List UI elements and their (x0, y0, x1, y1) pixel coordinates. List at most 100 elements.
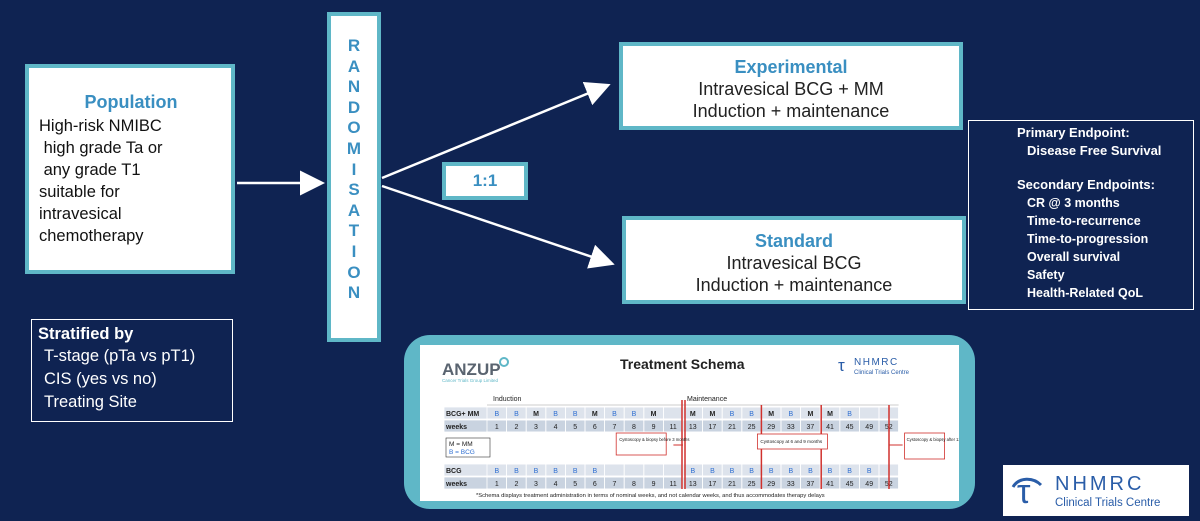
bcg-mm-weeks-row-label: weeks (445, 424, 467, 431)
schema-footnote: *Schema displays treatment administratio… (476, 493, 825, 499)
schema-cell-value: B (553, 411, 558, 418)
standard-arm-box: Standard Intravesical BCG Induction + ma… (622, 216, 966, 304)
stratified-item: Treating Site (44, 393, 137, 411)
schema-cell-value: B (612, 411, 617, 418)
note-2: Cystoscopy at 6 and 9 months (760, 439, 822, 444)
schema-cell-value: 8 (632, 481, 636, 488)
schema-cell-value: B (494, 468, 499, 475)
secondary-endpoints-heading: Secondary Endpoints: (1017, 177, 1155, 192)
schema-cell-value: B (808, 468, 813, 475)
maintenance-label: Maintenance (687, 396, 727, 403)
schema-cell-value: 11 (670, 481, 677, 488)
schema-cell-value: 1 (495, 481, 499, 488)
anzup-sub: Cancer Trials Group Limited (442, 378, 499, 383)
ratio-box: 1:1 (442, 162, 528, 200)
rand-letter: I (351, 159, 357, 179)
rand-letter: D (347, 97, 361, 117)
schema-cell-value: 4 (554, 424, 558, 431)
population-line: suitable for (39, 183, 120, 201)
schema-cell-value: 9 (652, 481, 656, 488)
schema-cell-value: B (514, 411, 519, 418)
anzup-logo-icon (499, 357, 509, 367)
note-box-3 (904, 432, 946, 460)
treatment-schema-frame: ANZUP Cancer Trials Group Limited Treatm… (404, 335, 976, 509)
schema-cell-value: 4 (554, 481, 558, 488)
nhmrc-logo-graphic: τ NHMRC Clinical Trials Centre (1011, 473, 1160, 511)
nhmrc-logo-name: NHMRC (1055, 473, 1144, 495)
schema-cell-value: 6 (593, 481, 597, 488)
schema-cell-value: 3 (534, 424, 538, 431)
bcg-mm-row-label: BCG+ MM (446, 411, 479, 418)
schema-cell-value: 29 (767, 424, 775, 431)
schema-cell-value: B (749, 468, 754, 475)
schema-cell-value: B (553, 468, 558, 475)
legend-b: B = BCG (449, 449, 475, 456)
note-1: Cystoscopy & biopsy before 3 months (619, 437, 689, 442)
schema-cell-value: B (573, 468, 578, 475)
schema-cell-value: 2 (514, 481, 518, 488)
schema-cell-value: M (690, 411, 696, 418)
secondary-endpoint: CR @ 3 months (1027, 196, 1120, 210)
randomisation-box: R A N D O M I S A T I O N (327, 12, 381, 342)
secondary-endpoint: Overall survival (1027, 250, 1121, 264)
schema-cell-value: 13 (689, 481, 697, 488)
nhmrc-logo-glyph-icon: τ (1017, 473, 1031, 511)
schema-cell-value: 9 (652, 424, 656, 431)
secondary-endpoint: Safety (1027, 268, 1065, 282)
secondary-endpoint: Health-Related QoL (1027, 286, 1143, 300)
schema-cell-value: M (592, 411, 598, 418)
population-box: Population High-risk NMIBC high grade Ta… (25, 64, 235, 274)
rand-letter: N (347, 77, 361, 97)
treatment-schema: ANZUP Cancer Trials Group Limited Treatm… (420, 345, 976, 501)
stratified-box: Stratified by T-stage (pTa vs pT1) CIS (… (31, 319, 233, 422)
treatment-schema-table: ANZUP Cancer Trials Group Limited Treatm… (442, 356, 976, 499)
rand-letter: T (348, 221, 360, 241)
schema-cell-value: B (828, 468, 833, 475)
rand-letter: A (347, 200, 361, 220)
schema-cell-value: M (768, 411, 774, 418)
schema-cell-value: B (730, 468, 735, 475)
legend-box (445, 437, 491, 458)
stratified-heading: Stratified by (38, 325, 134, 343)
schema-cell-value: 3 (534, 481, 538, 488)
schema-cell-value: 21 (728, 481, 736, 488)
schema-cell-value: 45 (846, 481, 854, 488)
primary-endpoint-heading: Primary Endpoint: (1017, 125, 1130, 140)
population-line: High-risk NMIBC (39, 117, 162, 135)
schema-cell-value: 1 (495, 424, 499, 431)
schema-title: Treatment Schema (620, 356, 745, 372)
schema-cell-value: 5 (573, 481, 577, 488)
schema-nhmrc-sub: Clinical Trials Centre (854, 370, 910, 376)
rand-letter: A (347, 56, 361, 76)
schema-cell-value: M (807, 411, 813, 418)
nhmrc-logo-sub: Clinical Trials Centre (1055, 497, 1160, 509)
secondary-endpoint: Time-to-progression (1027, 232, 1149, 246)
schema-cell-value: B (788, 411, 793, 418)
schema-cell-value: B (494, 411, 499, 418)
rand-letter: I (351, 241, 357, 261)
population-line: high grade Ta or (39, 139, 163, 157)
anzup-name: ANZUP (442, 360, 501, 379)
population-line: any grade T1 (39, 161, 141, 179)
primary-endpoint: Disease Free Survival (1027, 143, 1162, 158)
schema-cell-value: B (788, 468, 793, 475)
schema-cell-value: 37 (807, 481, 815, 488)
population-title: Population (84, 92, 178, 112)
schema-cell-value: 11 (670, 424, 677, 431)
schema-cell-value: M (709, 411, 715, 418)
schema-cell-value: 21 (728, 424, 736, 431)
schema-cell-value: 17 (709, 424, 717, 431)
arrow-to-experimental (381, 82, 611, 180)
schema-cell-value: 37 (807, 424, 815, 431)
schema-cell-value: B (592, 468, 597, 475)
schema-cell-value: 6 (593, 424, 597, 431)
standard-title: Standard (754, 231, 833, 251)
stratified-item: CIS (yes vs no) (44, 370, 157, 388)
rand-letter: M (346, 138, 362, 158)
schema-cell-value: 17 (709, 481, 717, 488)
schema-cell-value: B (632, 411, 637, 418)
schema-cell-value: B (867, 468, 872, 475)
schema-cell-value: B (514, 468, 519, 475)
schema-cell-value: B (573, 411, 578, 418)
